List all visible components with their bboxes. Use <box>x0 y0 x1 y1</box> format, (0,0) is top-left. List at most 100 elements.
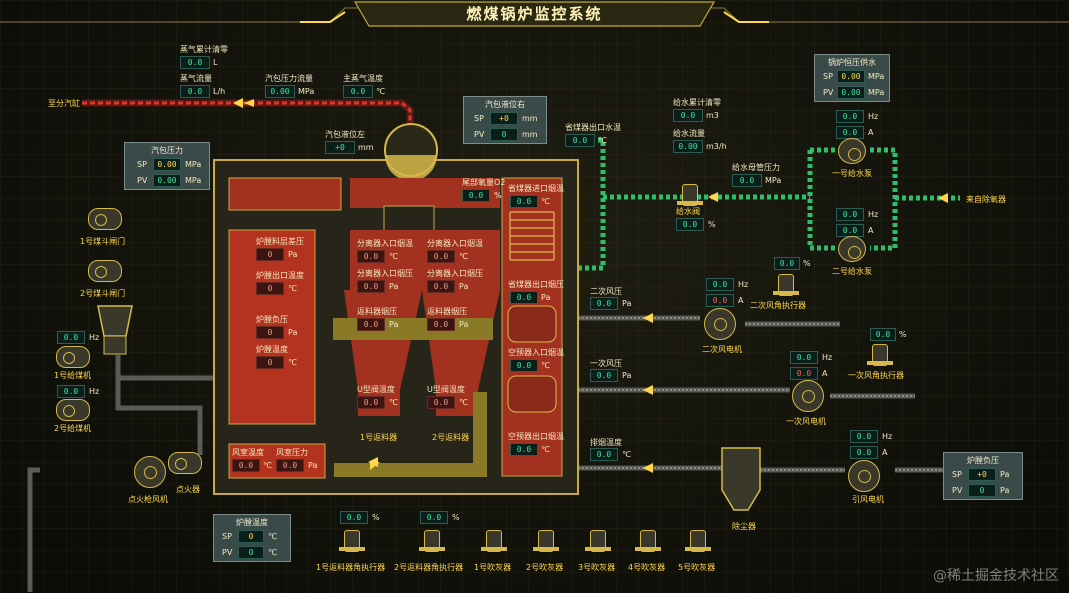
id-fan-icon[interactable] <box>848 460 880 492</box>
drum-pressure-flow-label: 汽包压力流量 <box>265 74 313 83</box>
blower4-icon[interactable] <box>635 530 661 552</box>
to-header-label: 至分汽缸 <box>48 99 80 108</box>
sep-in-temp-2-value: 0.0 <box>427 250 455 263</box>
secondary-air-pressure-value: 0.0 <box>590 297 618 310</box>
return-press-2-label: 返料器烟压 <box>427 307 467 316</box>
primary-air-fan-icon[interactable] <box>792 380 824 412</box>
return-1-label: 1号返料器 <box>360 433 398 442</box>
unit-hz: Hz <box>89 387 100 396</box>
constant-pressure-sp[interactable]: 0.00 <box>837 70 865 83</box>
unit-pct: % <box>494 191 502 200</box>
unit-pa: Pa <box>389 320 399 329</box>
feeder2-icon[interactable] <box>56 399 90 421</box>
unit-c: ℃ <box>389 252 398 261</box>
feedwater-total-value: 0.0 <box>673 109 703 122</box>
return1-actuator-icon[interactable] <box>339 530 365 552</box>
aph-outlet-gas-temp-value: 0.0 <box>510 443 538 456</box>
blower2-icon[interactable] <box>533 530 559 552</box>
main-steam-temp-value: 0.0 <box>343 85 373 98</box>
unit-pa: Pa <box>459 282 469 291</box>
blower5-label: 5号吹灰器 <box>678 563 716 572</box>
sep-in-press-2-label: 分离器入口烟压 <box>427 269 483 278</box>
pump2-icon[interactable] <box>838 236 866 262</box>
primary-air-a-value: 0.0 <box>790 367 818 380</box>
furnace-temp-sp[interactable]: 0 <box>238 530 264 543</box>
drum-pressure-sp[interactable]: 0.00 <box>153 158 181 171</box>
unit-pa: Pa <box>288 250 298 259</box>
primary-actuator-value: 0.0 <box>870 328 896 341</box>
unit-c: ℃ <box>268 532 277 541</box>
constant-pressure-title: 锅炉恒压供水 <box>828 58 876 67</box>
exhaust-temp-value: 0.0 <box>590 448 618 461</box>
aph-inlet-gas-temp-value: 0.0 <box>510 359 538 372</box>
unit-pa: Pa <box>622 299 632 308</box>
id-fan-hz-value: 0.0 <box>850 430 878 443</box>
feedwater-flow-label: 给水流量 <box>673 129 705 138</box>
pv-label: PV <box>137 176 148 185</box>
unit-a: A <box>868 226 874 235</box>
secondary-air-fan-icon[interactable] <box>704 308 736 340</box>
ignition-fan-icon[interactable] <box>134 456 166 488</box>
sp-label: SP <box>823 72 833 81</box>
return2-actuator-icon[interactable] <box>419 530 445 552</box>
secondary-actuator-icon[interactable] <box>773 274 799 296</box>
drum-level-right-sp[interactable]: +0 <box>490 112 518 125</box>
sep-in-press-2-value: 0.0 <box>427 280 455 293</box>
unit-c: ℃ <box>288 358 297 367</box>
coal-gate2-icon[interactable] <box>88 260 122 282</box>
sep-in-temp-1-value: 0.0 <box>357 250 385 263</box>
drum-level-left-value: +0 <box>325 141 355 154</box>
pump1-icon[interactable] <box>838 138 866 164</box>
unit-m3h: m3/h <box>706 142 727 151</box>
unit-pa: Pa <box>1000 486 1010 495</box>
igniter-icon[interactable] <box>168 452 202 474</box>
drum-pressure-flow-value: 0.00 <box>265 85 295 98</box>
primary-actuator-icon[interactable] <box>867 344 893 366</box>
unit-a: A <box>882 448 888 457</box>
unit-c: ℃ <box>541 445 550 454</box>
unit-a: A <box>822 369 828 378</box>
unit-mpa: MPa <box>185 176 202 185</box>
blower5-icon[interactable] <box>685 530 711 552</box>
wind-room-temp-value: 0.0 <box>232 459 260 472</box>
unit-hz: Hz <box>89 333 100 342</box>
u-valve-temp-2-value: 0.0 <box>427 396 455 409</box>
secondary-air-hz-value: 0.0 <box>706 278 734 291</box>
furnace-outlet-temp-value: 0 <box>256 282 284 295</box>
unit-pa: Pa <box>459 320 469 329</box>
secondary-air-fan-label: 二次风电机 <box>702 345 742 354</box>
unit-a: A <box>738 296 744 305</box>
drum-level-left-label: 汽包液位左 <box>325 130 365 139</box>
sp-label: SP <box>474 114 484 123</box>
unit-mm: mm <box>522 114 538 123</box>
feeder1-icon[interactable] <box>56 346 90 368</box>
main-steam-temp-label: 主蒸气温度 <box>343 74 383 83</box>
secondary-air-a-value: 0.0 <box>706 294 734 307</box>
eco-inlet-gas-temp-label: 省煤器进口烟温 <box>508 184 564 193</box>
blower3-icon[interactable] <box>585 530 611 552</box>
eco-outlet-gas-pressure-label: 省煤器出口烟压 <box>508 280 564 289</box>
unit-c: ℃ <box>541 197 550 206</box>
unit-m3: m3 <box>706 111 719 120</box>
primary-air-hz-value: 0.0 <box>790 351 818 364</box>
furnace-neg-sp[interactable]: +0 <box>968 468 996 481</box>
pump1-label: 一号给水泵 <box>832 169 872 178</box>
blower1-icon[interactable] <box>481 530 507 552</box>
sp-label: SP <box>222 532 232 541</box>
coal-gate1-icon[interactable] <box>88 208 122 230</box>
secondary-actuator-value: 0.0 <box>774 257 800 270</box>
secondary-actuator-label: 二次风角执行器 <box>750 301 806 310</box>
unit-pa: Pa <box>389 282 399 291</box>
return-press-1-value: 0.0 <box>357 318 385 331</box>
furnace-outlet-temp-label: 炉膛出口温度 <box>256 271 304 280</box>
exhaust-temp-label: 排烟温度 <box>590 438 622 447</box>
feedwater-valve-value: 0.0 <box>676 218 704 231</box>
eco-inlet-gas-temp-value: 0.0 <box>510 195 538 208</box>
pump1-hz-value: 0.0 <box>836 110 864 123</box>
dust-collector-label: 除尘器 <box>732 522 756 531</box>
pv-label: PV <box>474 130 485 139</box>
blower1-label: 1号吹灰器 <box>474 563 512 572</box>
coal-gate2-label: 2号煤斗闸门 <box>80 289 126 298</box>
unit-a: A <box>868 128 874 137</box>
feedwater-valve-icon[interactable] <box>677 184 703 206</box>
